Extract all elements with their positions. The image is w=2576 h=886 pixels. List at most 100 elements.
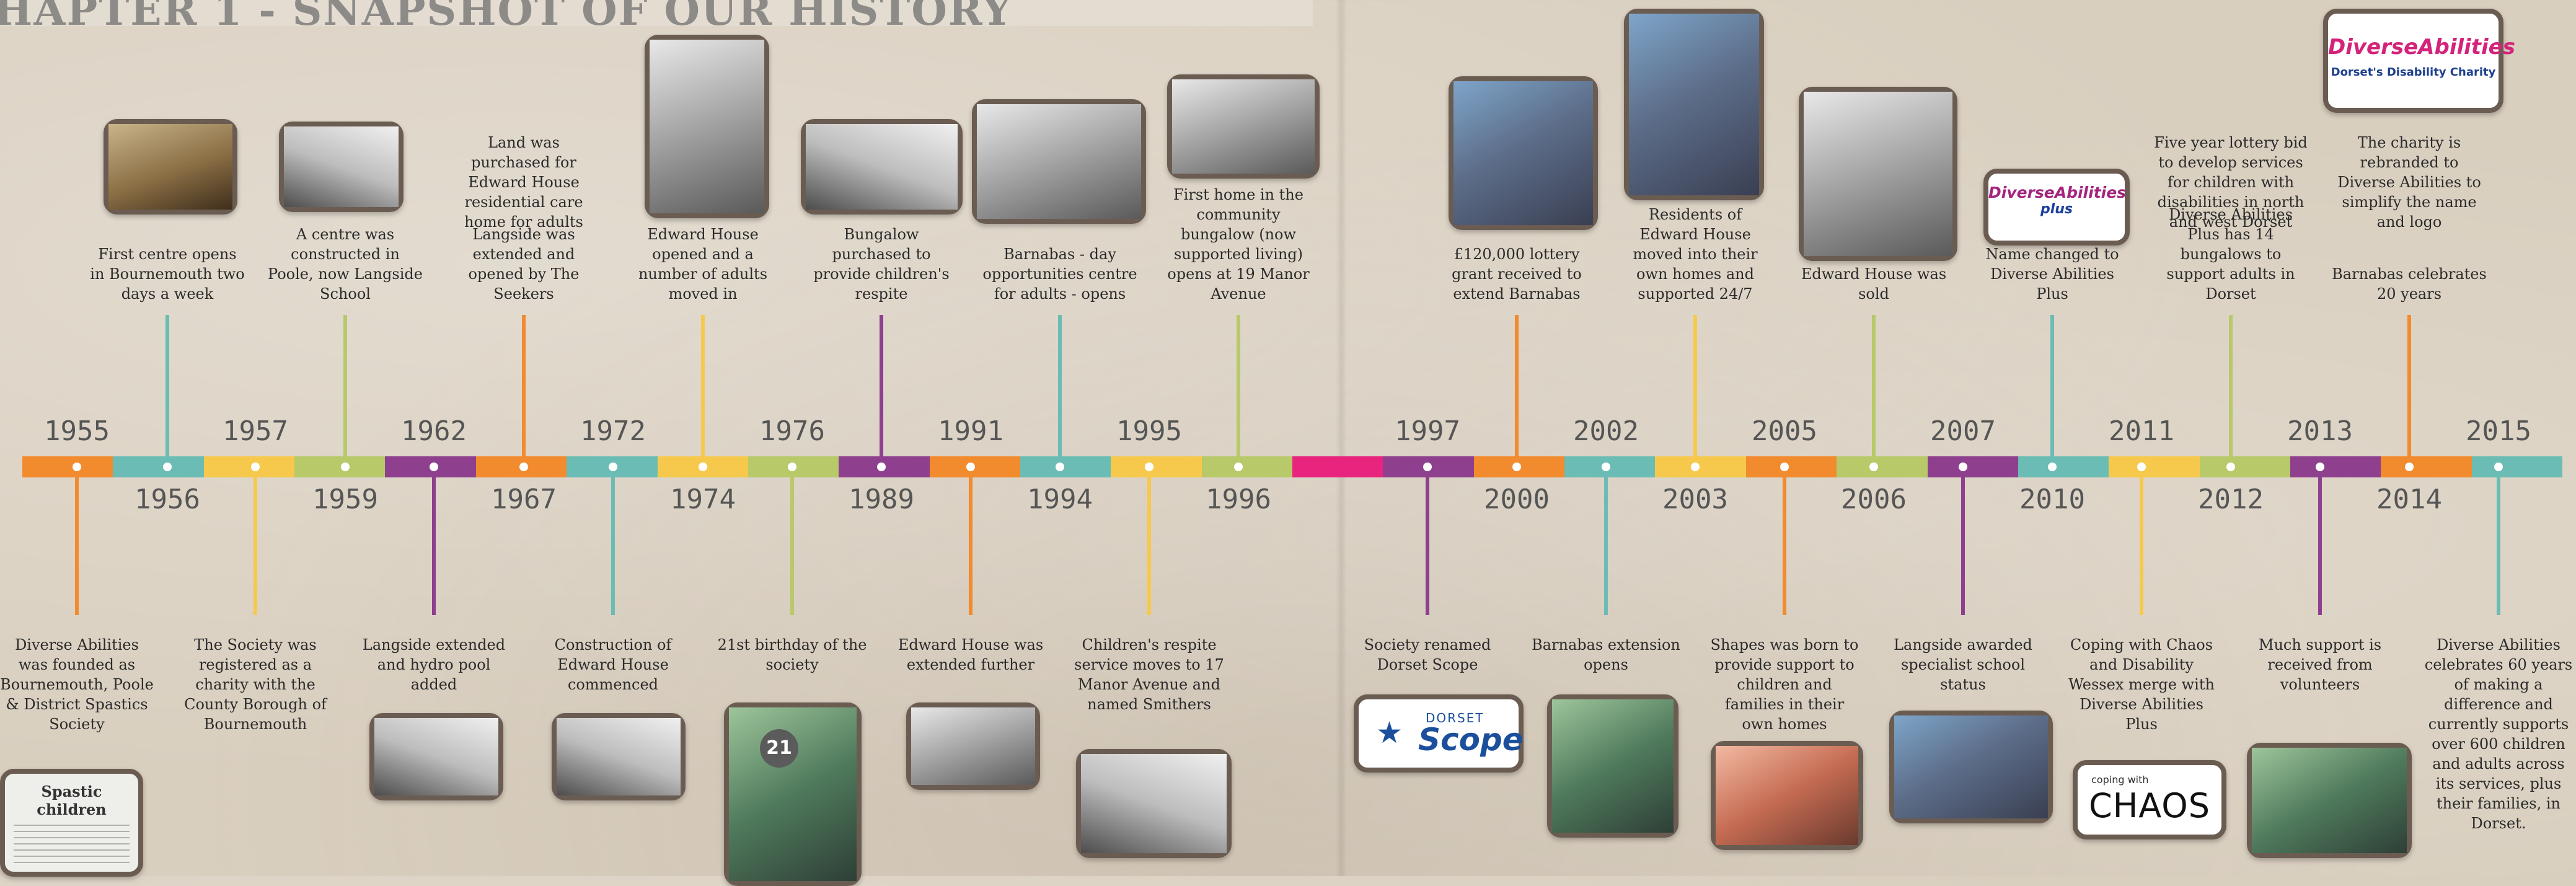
birthday-21-badge: 21	[760, 729, 798, 768]
timeline-node	[1056, 463, 1064, 471]
photo-shapes	[1711, 741, 1863, 850]
event-description: A centre was constructed in Poole, now L…	[268, 226, 423, 303]
event-description: Edward House was extended further	[898, 636, 1044, 673]
year-label: 2010	[2019, 484, 2085, 515]
timeline-segment	[2381, 456, 2472, 477]
dorset-scope-logo: ★ DORSET Scope	[1354, 694, 1524, 773]
photo-edward-house-extended	[906, 702, 1040, 790]
timeline-stem	[2497, 477, 2500, 615]
timeline-segment	[1655, 456, 1746, 477]
timeline-segment	[1292, 456, 1383, 477]
timeline-node	[2226, 463, 2235, 471]
year-label: 1995	[1116, 415, 1182, 447]
event-description: Langside was extended and opened by The …	[468, 226, 580, 303]
scope-star-icon: ★	[1376, 715, 1403, 750]
timeline-stem	[165, 315, 169, 456]
year-label: 2014	[2376, 484, 2442, 515]
photo-edward-house-construction	[552, 713, 686, 800]
event-description: Barnabas celebrates 20 years	[2332, 265, 2487, 303]
timeline-node	[1512, 463, 1521, 471]
event-description: Name changed to Diverse Abilities Plus	[1985, 246, 2119, 303]
year-label: 1996	[1206, 484, 1271, 515]
event-description: Much support is received from volunteers	[2258, 636, 2382, 693]
timeline-stem	[432, 477, 436, 615]
timeline-stem	[701, 315, 705, 456]
year-label: 1955	[44, 415, 110, 447]
timeline-stem	[969, 477, 973, 615]
diverse-abilities-logo: DiverseAbilities Dorset's Disability Cha…	[2323, 9, 2515, 113]
photo-edward-house-sold	[1799, 87, 1957, 261]
event-description: 21st birthday of the society	[717, 636, 867, 673]
photo-residents-edward-house	[1624, 9, 1764, 200]
photo-edward-house-portrait	[645, 35, 769, 218]
timeline-node	[1869, 463, 1878, 471]
year-label: 2012	[2198, 484, 2264, 515]
timeline-stem	[2407, 315, 2411, 456]
year-label: 1972	[580, 415, 646, 447]
timeline-node	[251, 463, 260, 471]
year-label: 1959	[312, 484, 378, 515]
photo-poole-centre	[279, 122, 404, 212]
timeline-stem	[254, 477, 257, 615]
timeline-stem	[522, 315, 526, 456]
timeline-node	[1602, 463, 1610, 471]
photo-smithers	[1076, 749, 1232, 858]
timeline-segment	[2109, 456, 2200, 477]
timeline-node	[877, 463, 886, 471]
timeline-stem	[2318, 477, 2322, 615]
timeline-segment	[2199, 456, 2290, 477]
timeline-segment	[1837, 456, 1928, 477]
year-label: 1997	[1395, 415, 1460, 447]
year-label: 1989	[849, 484, 914, 515]
birthday-21-label: 21	[766, 737, 792, 759]
timeline-stem	[1961, 477, 1965, 615]
photo-lottery-grant	[1449, 76, 1598, 230]
timeline-node	[1780, 463, 1789, 471]
photo-first-centre	[104, 119, 237, 215]
timeline-node	[699, 463, 707, 471]
timeline-node	[1145, 463, 1153, 471]
timeline-segment	[2018, 456, 2109, 477]
photo-barnabas-extension	[1547, 694, 1678, 838]
year-label: 2006	[1841, 484, 1907, 515]
timeline-stem	[75, 477, 79, 615]
timeline-segment	[1201, 456, 1293, 477]
timeline-stem	[1693, 315, 1697, 456]
event-description: Edward House opened and a number of adul…	[638, 226, 768, 303]
timeline-node	[1959, 463, 1967, 471]
year-label: 1967	[491, 484, 557, 515]
event-description: Construction of Edward House commenced	[554, 636, 672, 693]
newspaper-clipping: Spastic children	[0, 769, 143, 877]
timeline-node	[609, 463, 617, 471]
timeline-node	[1234, 463, 1243, 471]
event-description: Shapes was born to provide support to ch…	[1710, 636, 1859, 733]
page-title: HAPTER 1 - SNAPSHOT OF OUR HISTORY	[0, 0, 1013, 35]
timeline-node	[2316, 463, 2324, 471]
timeline-segment	[22, 456, 113, 477]
year-label: 2011	[2109, 415, 2174, 447]
timeline-node	[2137, 463, 2146, 471]
photo-21st-birthday	[724, 702, 862, 886]
timeline-node	[788, 463, 796, 471]
photo-barnabas	[972, 99, 1146, 224]
timeline-stem	[1872, 315, 1876, 456]
timeline-segment	[2471, 456, 2563, 477]
event-description: Five year lottery bid to develop service…	[2154, 134, 2308, 231]
timeline-stem	[1604, 477, 1608, 615]
coping-with-chaos-logo: coping with CHAOS	[2073, 760, 2226, 839]
event-description: Diverse Abilities Plus has 14 bungalows …	[2166, 206, 2295, 303]
photo-volunteers	[2247, 743, 2412, 858]
photo-bungalow	[801, 119, 963, 215]
scope-main-text: Scope	[1418, 722, 1524, 758]
event-description: Barnabas - day opportunities centre for …	[982, 246, 1137, 303]
event-description: Society renamed Dorset Scope	[1364, 636, 1491, 673]
timeline-stem	[1147, 477, 1151, 615]
year-label: 1956	[135, 484, 200, 515]
event-description: Langside extended and hydro pool added	[362, 636, 506, 693]
timeline-stem	[1058, 315, 1062, 456]
timeline-segment	[294, 456, 386, 477]
scope-small-text: DORSET	[1426, 711, 1484, 725]
timeline-stem	[2140, 477, 2143, 615]
timeline-stem	[611, 477, 615, 615]
year-label: 2003	[1662, 484, 1728, 515]
